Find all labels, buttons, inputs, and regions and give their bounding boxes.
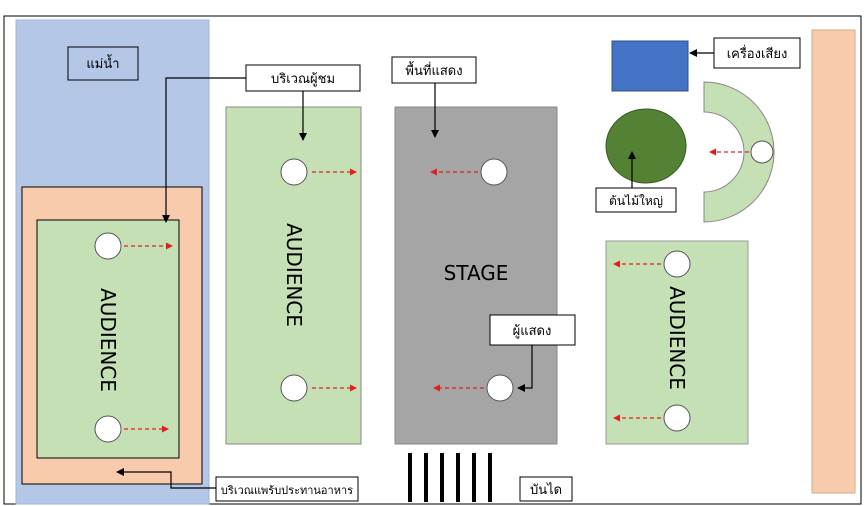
performer-circle [486, 374, 514, 402]
stairs-label: บันได [530, 482, 562, 498]
audience-area-label-box [245, 64, 361, 92]
audience-label-left: AUDIENCE [96, 288, 120, 392]
stage-label: STAGE [444, 261, 509, 285]
performer-label: ผู้แสดง [513, 324, 552, 339]
food-area-label: บริเวณแพร้บประทานอาหาร [221, 484, 353, 497]
performer-circle [94, 415, 122, 443]
sound-system-box [611, 40, 689, 92]
performer-label-box [489, 314, 576, 346]
performer-markers [94, 140, 774, 443]
big-tree [605, 108, 687, 184]
food-area-label-box [215, 476, 359, 502]
movement-arrows [124, 148, 749, 433]
sound-system-label-box [713, 37, 801, 69]
big-tree-label-box [595, 187, 677, 213]
semicircle-seating [703, 81, 775, 223]
river-label-box [67, 46, 139, 81]
food-area-right-strip [811, 29, 856, 494]
river-label: แม่น้ำ [86, 54, 119, 72]
performer-circle [663, 250, 691, 278]
performance-area-label-box [391, 56, 477, 84]
audience-label-right: AUDIENCE [665, 286, 689, 390]
performer-circle [280, 374, 308, 402]
stairs-label-box [519, 476, 573, 502]
performer-circle [94, 232, 122, 260]
performer-circle [480, 158, 508, 186]
big-tree-label: ต้นไม้ใหญ่ [609, 194, 663, 208]
stairs [408, 453, 492, 502]
sound-system-label: เครื่องเสียง [727, 45, 788, 62]
performer-circle [663, 404, 691, 432]
audience-label-middle: AUDIENCE [282, 223, 306, 327]
performer-circle [280, 158, 308, 186]
performer-circle [750, 140, 774, 164]
callout-arrows [116, 49, 714, 489]
outer-border [3, 15, 862, 505]
audience-area-label: บริเวณผู้ชม [271, 72, 335, 87]
performance-area-label: พื้นที่แสดง [405, 61, 462, 79]
